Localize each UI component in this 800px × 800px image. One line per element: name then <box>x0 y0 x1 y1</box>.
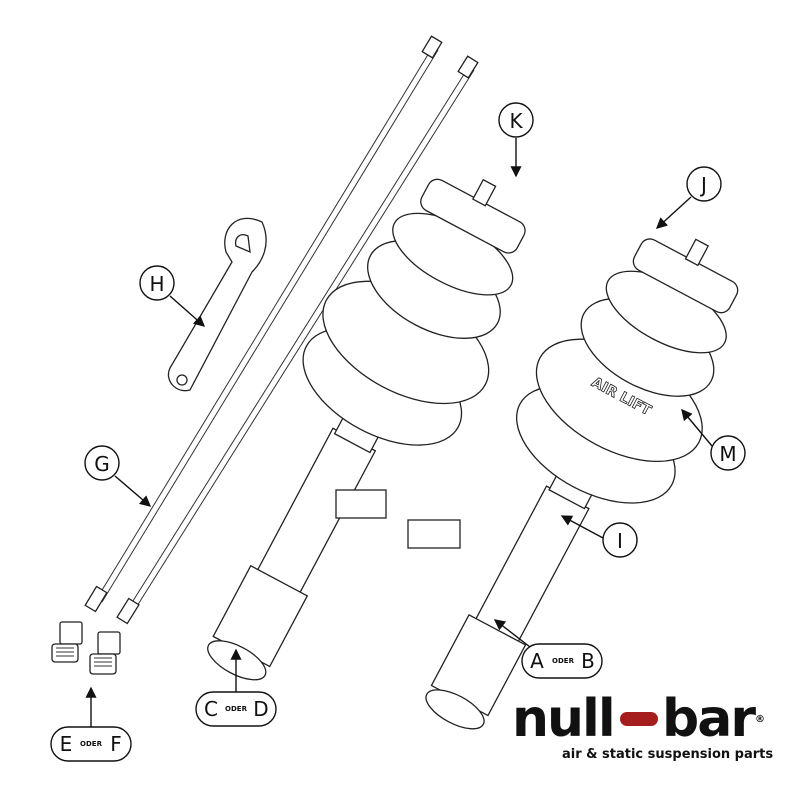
air-line-1 <box>84 35 443 613</box>
svg-text:F: F <box>110 732 122 756</box>
leader-G <box>114 475 152 507</box>
callout-C-oder-D: C ODER D <box>195 691 277 727</box>
leader-M <box>681 408 713 447</box>
bracket-left <box>335 489 387 519</box>
svg-text:B: B <box>581 649 595 673</box>
callout-K: K <box>498 102 534 138</box>
svg-text:C: C <box>204 697 218 721</box>
air-line-2 <box>116 55 479 625</box>
svg-text:G: G <box>94 452 110 476</box>
svg-text:null: null <box>512 689 614 749</box>
bracket-right <box>407 519 461 549</box>
svg-text:K: K <box>509 109 523 133</box>
callout-E-oder-F: E ODER F <box>50 726 132 762</box>
svg-text:H: H <box>149 272 164 296</box>
svg-text:E: E <box>60 732 73 756</box>
svg-text:bar: bar <box>662 689 756 749</box>
svg-text:J: J <box>699 173 707 197</box>
callout-I: I <box>602 522 638 558</box>
null-bar-logo: null bar ® air & static suspension parts <box>512 689 773 762</box>
svg-text:air & static suspension parts: air & static suspension parts <box>562 747 773 762</box>
svg-text:ODER: ODER <box>225 705 248 713</box>
svg-text:ODER: ODER <box>80 740 103 748</box>
svg-text:A: A <box>530 649 544 673</box>
callout-J: J <box>686 166 722 202</box>
leader-J <box>655 196 692 229</box>
logo-dash <box>620 712 658 726</box>
svg-text:ODER: ODER <box>552 657 575 665</box>
strut-left <box>207 178 526 681</box>
fitting-E <box>51 621 83 663</box>
callout-H: H <box>139 265 175 301</box>
leader-AB <box>493 619 531 648</box>
svg-text:D: D <box>253 697 268 721</box>
leader-I <box>560 515 604 539</box>
callout-M: M <box>710 435 746 471</box>
strut-right: AIR LIFT <box>425 238 739 730</box>
leader-H <box>169 295 206 327</box>
fitting-F <box>89 631 121 675</box>
svg-text:I: I <box>617 529 623 553</box>
spanner-wrench <box>167 217 267 392</box>
callout-A-oder-B: A ODER B <box>521 643 603 679</box>
svg-text:®: ® <box>755 714 765 725</box>
callout-G: G <box>84 445 120 481</box>
svg-text:M: M <box>719 442 736 466</box>
